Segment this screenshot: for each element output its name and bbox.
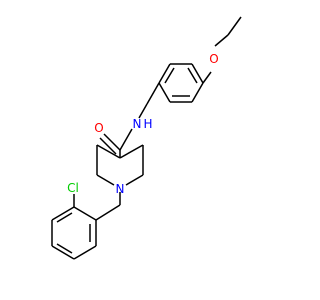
bond-chlorobenzene-2 [73, 245, 97, 260]
bond-ethyl-co [214, 34, 229, 47]
bond-ring-ch2 [146, 82, 160, 105]
bond-benzene-1 [191, 82, 204, 103]
bond-benzene-6 [191, 63, 204, 84]
carbonyl-oxygen-label: O [94, 121, 103, 135]
atom-label-layer: O N H O N Cl [67, 52, 219, 196]
bond-benzene-4 [158, 63, 171, 84]
bond-oxygen-ring [202, 71, 212, 84]
bond-chlorobenzene-6 [73, 206, 97, 221]
bond-layer [51, 16, 242, 260]
bond-benzene-3 [158, 82, 171, 103]
piperidine-nitrogen-label: N [116, 182, 125, 196]
bond-piperidine-6 [96, 174, 115, 186]
bond-chlorobenzene-inner-2 [56, 243, 73, 254]
bond-n-carbonyl [119, 128, 133, 151]
bond-chlorobenzene-5 [51, 206, 75, 221]
amide-hydrogen-label: H [143, 117, 152, 131]
bond-ch2-aryl [95, 204, 121, 221]
bond-chlorobenzene-inner-3 [56, 212, 73, 223]
bond-chlorobenzene-3 [51, 245, 75, 260]
ether-oxygen-label: O [209, 52, 218, 66]
bond-carbonyl-double-2 [99, 137, 117, 155]
bond-piperidine-1 [119, 144, 144, 159]
chlorine-label: Cl [67, 181, 79, 195]
bond-benzene-inner-2 [164, 67, 175, 84]
molecule-structure-diagram: O N H O N Cl [51, 16, 242, 260]
bond-piperidine-5 [125, 174, 144, 186]
bond-ch2-n [138, 103, 148, 119]
amide-nitrogen-label: N [133, 117, 142, 131]
bond-carbonyl-double-1 [103, 133, 121, 151]
bond-ethyl-cc [227, 16, 242, 36]
bond-benzene-inner-3 [187, 67, 198, 84]
bond-piperidine-2 [96, 144, 121, 159]
